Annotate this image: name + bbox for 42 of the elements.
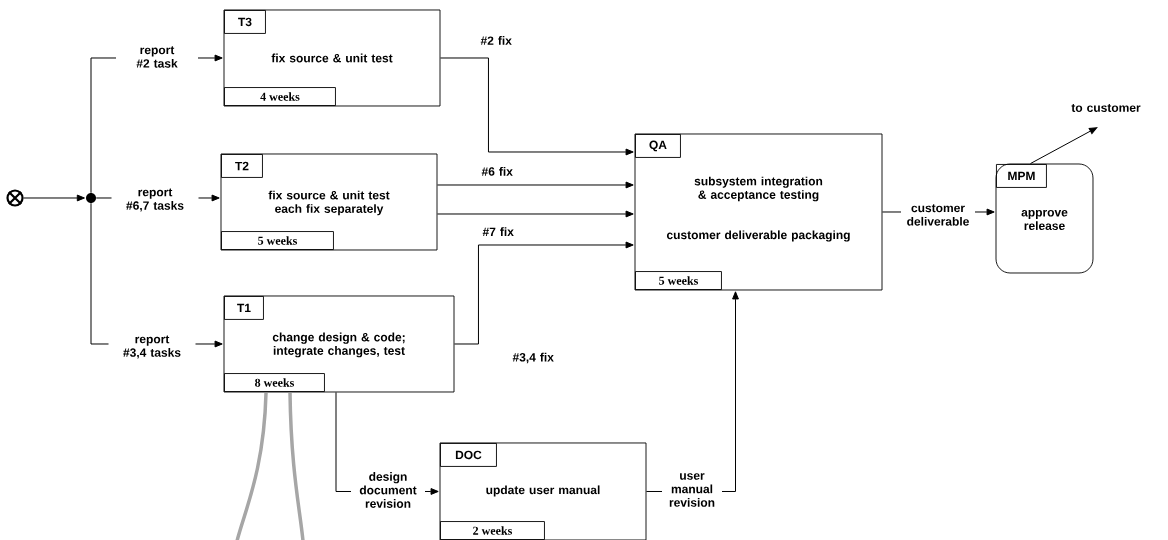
edge-label: user manual revision (662, 472, 722, 508)
process-box (439, 442, 647, 540)
process-box (634, 133, 883, 291)
duration-label: 8 weeks (224, 373, 325, 392)
header-label: DOC (440, 443, 497, 467)
process-box (223, 9, 441, 107)
header-label: T1 (224, 296, 264, 320)
task-text: subsystem integration & acceptance testing (694, 176, 823, 202)
edge-label: to customer (1071, 104, 1141, 112)
header-label: QA (635, 134, 681, 158)
process-box (995, 163, 1094, 274)
header-label: MPM (996, 164, 1047, 188)
process-box (223, 295, 455, 393)
task-text: approve release (1021, 209, 1068, 231)
edge-label: customer deliverable (901, 203, 975, 227)
task-text: change design & code; integrate changes, test (272, 332, 405, 358)
task-text: customer deliverable packaging (666, 230, 850, 242)
arrow (439, 57, 634, 156)
duration-label: 4 weeks (224, 87, 336, 106)
edge-label: #2 fix (480, 36, 512, 45)
task-text: fix source & unit test (271, 53, 393, 63)
edge-label: #6 fix (481, 167, 513, 176)
edge-label: report #3,4 tasks (108, 334, 196, 360)
arrow (436, 181, 634, 189)
edge-label: report #6,7 tasks (111, 187, 199, 213)
duration-label: 5 weeks (221, 231, 334, 250)
arrow (1030, 127, 1098, 165)
header-label: T2 (221, 154, 263, 178)
edge-label: report #2 task (116, 45, 198, 69)
arrow (436, 210, 634, 218)
duration-label: 5 weeks (635, 271, 722, 290)
edge-label: #3,4 fix (512, 352, 554, 364)
arrow (453, 241, 634, 345)
start-symbol (6, 189, 24, 207)
task-text: fix source & unit test each fix separately (268, 190, 390, 216)
process-box (220, 153, 438, 251)
task-text: update user manual (486, 485, 600, 497)
duration-label: 2 weeks (440, 521, 545, 540)
edge-label: design document revision (351, 471, 425, 509)
header-label: T3 (224, 10, 266, 34)
edge-label: #7 fix (482, 227, 514, 236)
arrow (23, 194, 85, 202)
